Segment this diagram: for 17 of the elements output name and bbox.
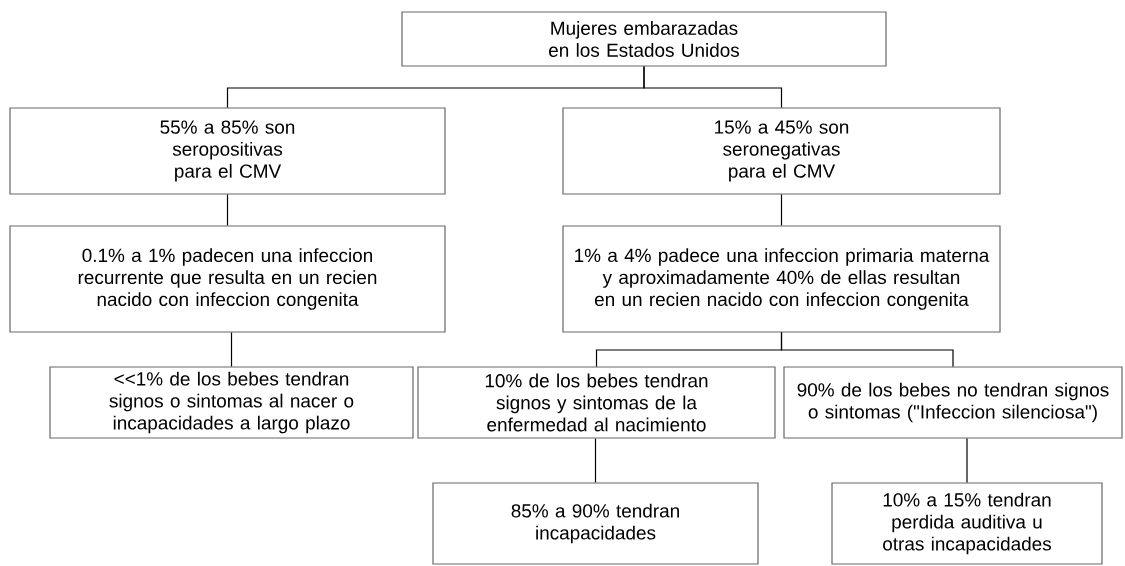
connector-line (594, 438, 597, 483)
connector-line (230, 332, 233, 367)
connector-line (643, 66, 783, 108)
flow-box: 0.1% a 1% padecen una infeccion recurrente que resulta en un recien nacido con infeccion congenita (9, 225, 446, 333)
flow-box: 85% a 90% tendran incapacidades (432, 482, 759, 565)
flow-box: 15% a 45% son seronegativas para el CMV (562, 107, 1001, 195)
flow-box: 90% de los bebes no tendran signos o sintomas ("Infeccion silenciosa") (783, 366, 1123, 439)
connector-line (966, 438, 968, 483)
flow-box: 10% a 15% tendran perdida auditiva u otras incapacidades (831, 482, 1103, 565)
flow-box: 10% de los bebes tendran signos y sintomas de la enfermedad al nacimiento (417, 366, 776, 439)
flow-box: 1% a 4% padece una infeccion primaria materna y aproximadamente 40% de ellas resultan en un recien nacido con infeccion congenita (562, 225, 1001, 333)
flow-box: Mujeres embarazadas en los Estados Unidos (401, 11, 887, 67)
connector-line (780, 332, 954, 367)
flow-box: <<1% de los bebes tendran signos o sintomas al nacer o incapacidades a largo plazo (49, 366, 414, 439)
connector-line (780, 194, 783, 226)
connector-line (226, 194, 229, 226)
flow-box: 55% a 85% son seropositivas para el CMV (9, 107, 446, 195)
